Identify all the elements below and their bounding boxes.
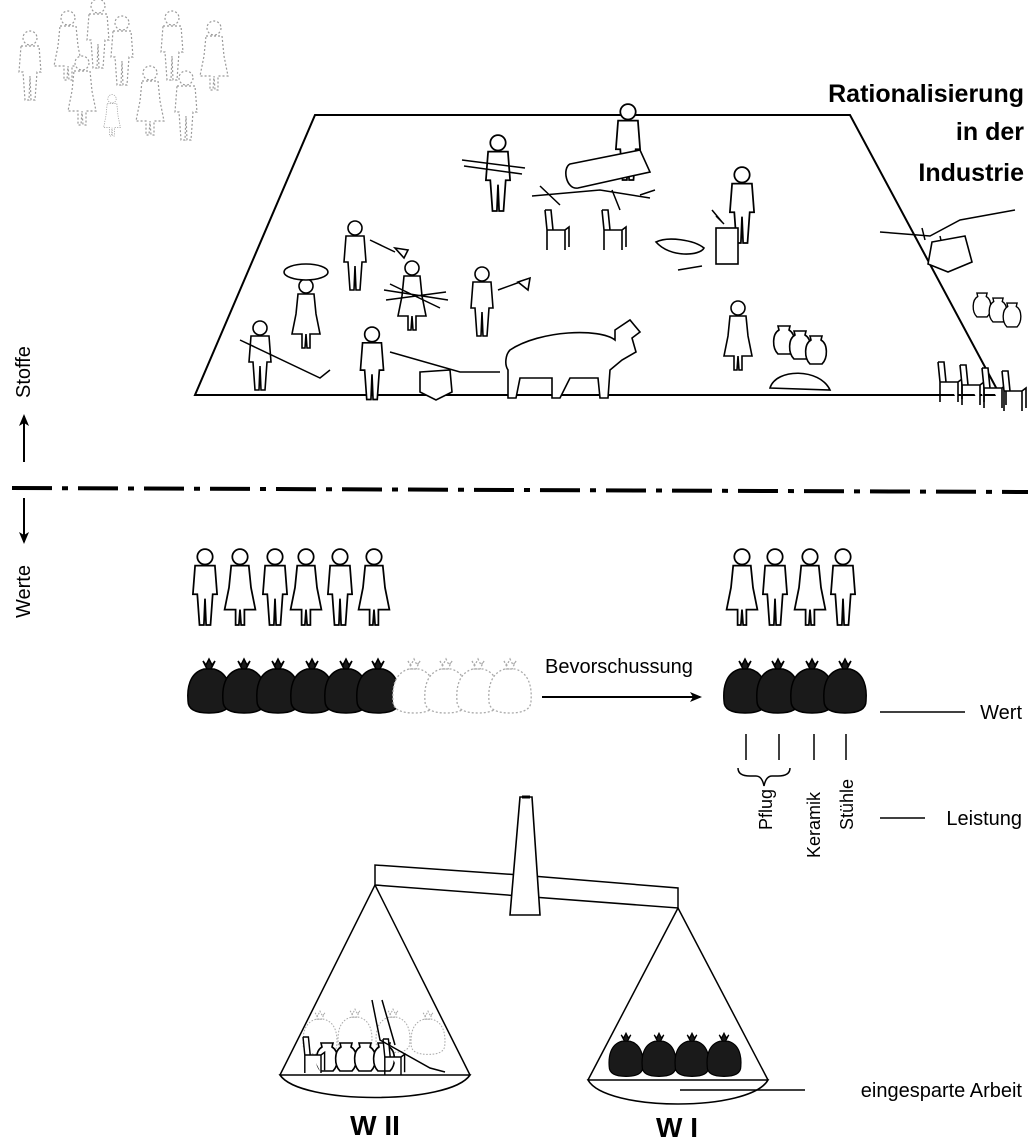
stoffe-werte-axis: Stoffe Werte [13,346,35,618]
divider-line [11,486,1029,494]
crowd-illustration [18,0,229,141]
wert-label: Wert [980,702,1022,724]
balance-scale [278,795,770,1105]
title-line-1: Rationalisierung [828,80,1024,108]
workshop-scene [239,103,832,401]
workers-after [725,548,856,626]
eingesparte-arbeit-label: eingesparte Arbeit [861,1080,1023,1102]
product-keramik: Keramik [804,791,824,858]
title-line-2: in der [956,118,1024,146]
pan-label-w1: W I [656,1112,698,1137]
right-pan-bags [608,1032,742,1078]
werte-label: Werte [13,565,35,618]
left-pan-goods [302,999,446,1076]
title-line-3: Industrie [918,159,1024,187]
pflug-brace [737,767,791,787]
product-ticks [745,734,847,760]
bevorschussung-label: Bevorschussung [545,656,693,678]
products-right [879,209,1027,412]
chair-icon [544,209,570,251]
leistung-label: Leistung [946,808,1022,830]
product-pflug: Pflug [756,789,776,830]
stoffe-label: Stoffe [13,346,35,398]
bags-before [187,658,532,714]
workers-before [192,548,391,626]
bags-after [723,658,867,714]
product-stuehle: Stühle [837,779,857,830]
pan-label-w2: W II [350,1110,400,1137]
